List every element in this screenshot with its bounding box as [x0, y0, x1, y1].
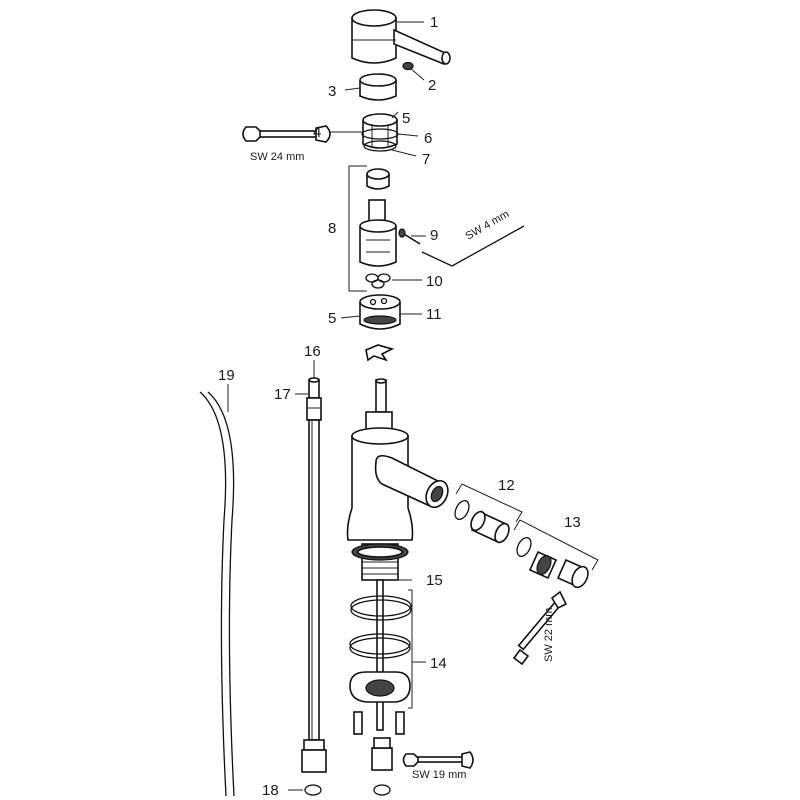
part-aerator-set: [454, 499, 589, 589]
part-flexible-hose: [199, 391, 235, 797]
callout-2: 2: [428, 77, 436, 94]
callout-15: 15: [426, 572, 443, 589]
part-faucet-body: [346, 378, 449, 731]
callout-14: 14: [430, 655, 447, 672]
hex-key-icon: [421, 225, 525, 267]
callout-10: 10: [426, 273, 443, 290]
wrench-sw19-icon: [402, 751, 474, 769]
wrench-label-sw19: SW 19 mm: [412, 769, 466, 781]
part-mixing-unit: [359, 294, 401, 330]
callout-6: 6: [424, 130, 432, 147]
callout-7: 7: [422, 151, 430, 168]
callout-18: 18: [262, 782, 279, 799]
wrench-label-sw22: SW 22 mm: [543, 608, 555, 662]
part-body-nut: [371, 737, 393, 796]
part-mounting-rings: [349, 595, 412, 735]
part-washers: [365, 273, 391, 289]
wrench-sw22-icon: [512, 590, 568, 666]
part-clip: [365, 344, 395, 362]
callout-5b: 5: [328, 310, 336, 327]
callout-16: 16: [304, 343, 321, 360]
callout-19: 19: [218, 367, 235, 384]
part-cartridge-screw: [398, 228, 421, 245]
leader-lines: [227, 21, 426, 791]
callout-1: 1: [430, 14, 438, 31]
part-cartridge: [359, 168, 397, 267]
wrench-label-sw24: SW 24 mm: [250, 151, 304, 163]
callout-5: 5: [402, 110, 410, 127]
wrench-sw24-icon: [242, 125, 331, 143]
callout-labels: 1 2 3 4 5 6 7 8 9 10 5 11 16 17 19 12 13…: [218, 14, 581, 799]
callout-17: 17: [274, 386, 291, 403]
callout-9: 9: [430, 227, 438, 244]
callout-12: 12: [498, 477, 515, 494]
part-cover-ring: [359, 73, 397, 101]
part-handle: [351, 9, 451, 65]
part-grub-screw: [402, 61, 414, 71]
part-union-nut: [361, 113, 399, 152]
callout-11: 11: [426, 306, 442, 323]
callout-3: 3: [328, 83, 336, 100]
callout-13: 13: [564, 514, 581, 531]
part-supply-hose: [301, 377, 327, 796]
callout-8: 8: [328, 220, 336, 237]
callout-4: 4: [313, 124, 321, 141]
